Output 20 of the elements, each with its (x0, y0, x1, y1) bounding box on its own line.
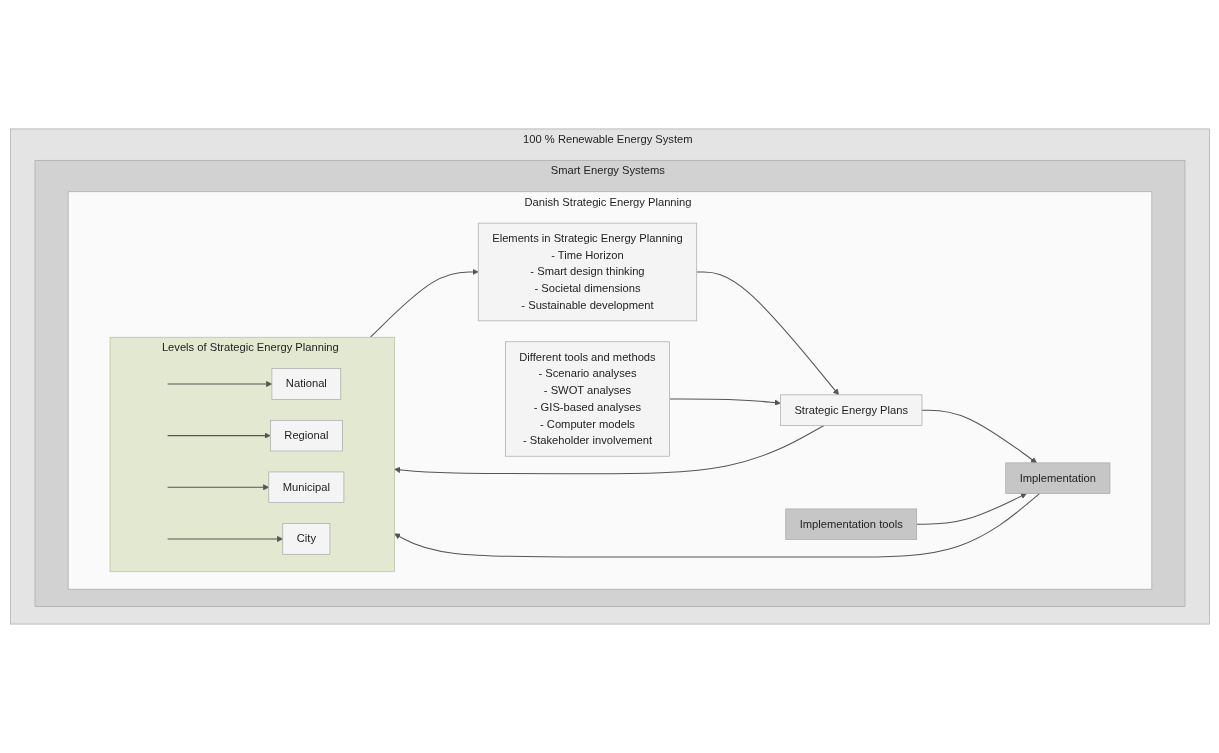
node-box: City (281, 523, 330, 555)
node-box: Strategic Energy Plans (779, 394, 922, 426)
node-box: Implementation tools (784, 508, 917, 540)
arrow (668, 398, 781, 406)
node-box: Municipal (267, 471, 344, 503)
arrow (166, 484, 269, 491)
arrow (166, 535, 283, 542)
arrow (393, 493, 1040, 558)
arrow (393, 425, 824, 475)
node-box: Implementation (1004, 462, 1110, 494)
arrow (166, 432, 271, 439)
node-box: National (271, 368, 341, 400)
arrow (915, 493, 1027, 525)
node-box: Elements in Strategic Energy Planning - Time Horizon - Smart design thinking - Societal dimensions - Sustainable development (477, 222, 697, 322)
node-box: Regional (269, 419, 343, 452)
arrow (695, 271, 839, 396)
arrow (166, 380, 272, 388)
arrow (369, 268, 478, 338)
arrow (920, 409, 1037, 464)
node-box: Different tools and methods - Scenario analyses - SWOT analyses - GIS-based analyses - Computer models - Stakeholder involvement (504, 341, 670, 457)
